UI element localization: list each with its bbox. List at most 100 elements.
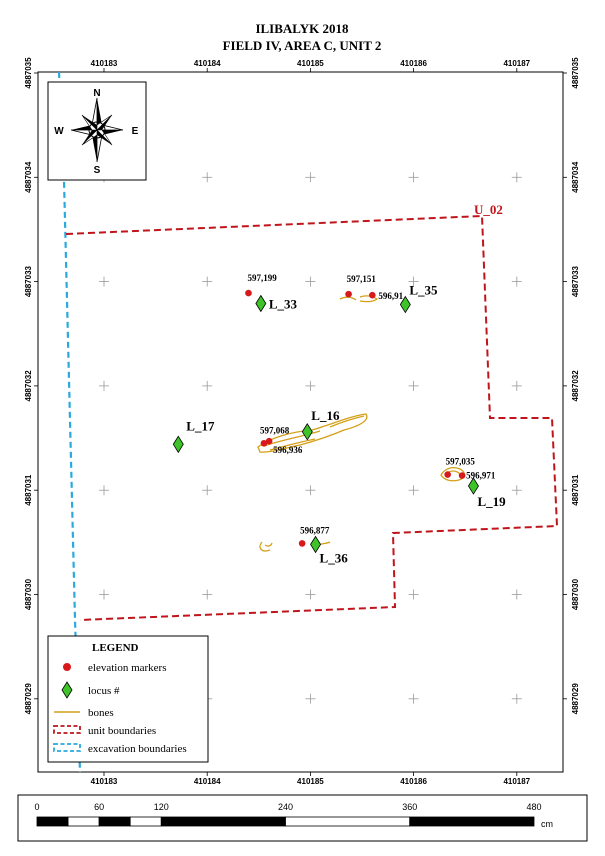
legend-unit-boundary-icon: [53, 725, 81, 734]
easting-label-bottom: 410185: [297, 777, 324, 786]
legend-item-elevation-markers: elevation markers: [88, 662, 167, 674]
loci: L_33 L_35L_16L_17L_19L_36: [172, 283, 506, 565]
easting-label-bottom: 410187: [503, 777, 530, 786]
elevation-marker: [245, 289, 252, 297]
map-title-line2: FIELD IV, AREA C, UNIT 2: [223, 38, 382, 53]
legend-item-unit-boundaries: unit boundaries: [88, 725, 156, 737]
locus-label: L_17: [186, 418, 215, 433]
bones-group: [257, 295, 466, 552]
locus-marker: [255, 294, 267, 313]
northing-label-right: 4887029: [571, 683, 580, 715]
northing-label-left: 4887031: [24, 474, 33, 506]
scale-bar-tick-label: 480: [526, 802, 541, 812]
elevation-marker-label: 596,877: [300, 525, 330, 535]
locus-label: L_19: [477, 494, 506, 509]
locus-label: L_36: [320, 550, 349, 565]
scale-bar-segment: [409, 816, 535, 827]
northing-label-right: 4887035: [571, 57, 580, 89]
scale-bar-tick-label: 60: [94, 802, 104, 812]
locus-marker: [172, 435, 184, 454]
map-title-line1: ILIBALYK 2018: [255, 21, 349, 36]
northing-label-right: 4887034: [571, 161, 580, 193]
northing-label-right: 4887033: [571, 265, 580, 297]
elevation-marker-label: 597,199: [247, 273, 277, 283]
easting-label-top: 410183: [91, 59, 118, 68]
northing-label-left: 4887032: [24, 370, 33, 402]
locus-label: L_33: [269, 297, 298, 312]
elevation-marker-label: 596,936: [273, 445, 303, 455]
easting-label-bottom: 410184: [194, 777, 221, 786]
scale-bar-segment: [98, 816, 131, 827]
elevation-marker: [298, 540, 306, 547]
easting-label-top: 410187: [503, 59, 530, 68]
legend-title: LEGEND: [92, 642, 139, 654]
legend-item-locus: locus #: [88, 685, 120, 697]
elevation-marker: [345, 290, 352, 298]
legend: LEGEND elevation markers locus # bones u…: [47, 635, 209, 763]
unit-label: U_02: [474, 202, 503, 217]
unit-boundary: [65, 214, 559, 621]
legend-item-excavation-boundaries: excavation boundaries: [88, 743, 187, 755]
scale-bar-segments: [36, 816, 535, 827]
locus-marker: [467, 477, 479, 495]
legend-excavation-boundary-icon: [53, 743, 81, 752]
easting-label-top: 410186: [400, 59, 427, 68]
scale-bar-tick-label: 120: [154, 802, 169, 812]
compass-east: E: [132, 126, 139, 137]
legend-locus-icon: [61, 681, 73, 699]
northing-label-left: 4887029: [24, 683, 33, 715]
elevation-marker: [260, 439, 268, 447]
map-frame: [37, 71, 564, 773]
elevation-marker-label: 597,035: [446, 457, 476, 467]
elevation-marker-label: 596,971: [466, 471, 496, 481]
scale-bar-segment: [160, 816, 286, 827]
scale-bar-tick-label: 0: [34, 802, 39, 812]
bone-cluster-l36-a: [259, 541, 273, 552]
easting-label-bottom: 410183: [91, 777, 118, 786]
scale-bar-segment: [129, 816, 162, 827]
elevation-marker-label: 596,91: [378, 291, 403, 301]
compass-west: W: [54, 126, 64, 137]
legend-elevation-marker-icon: [63, 663, 71, 671]
compass-south: S: [94, 165, 101, 176]
northing-label-left: 4887035: [24, 57, 33, 89]
easting-label-bottom: 410186: [400, 777, 427, 786]
legend-box: [47, 635, 209, 763]
locus-marker: [399, 295, 411, 314]
scale-bar-unit: cm: [541, 819, 553, 829]
locus-marker: [310, 535, 322, 554]
scale-bar-labels: 0 60 120 240 360 480: [34, 802, 541, 812]
northing-label-left: 4887033: [24, 265, 33, 297]
elevation-marker: [265, 437, 273, 445]
northing-label-right: 4887032: [571, 370, 580, 402]
northing-label-left: 4887034: [24, 161, 33, 193]
scale-bar-segment: [36, 816, 69, 827]
grid-layer: [99, 172, 522, 704]
northing-label-right: 4887031: [571, 474, 580, 506]
scale-bar-tick-label: 360: [402, 802, 417, 812]
elevation-marker: [444, 471, 451, 478]
legend-item-bones: bones: [88, 707, 114, 719]
easting-label-top: 410185: [297, 59, 324, 68]
elevation-marker: [369, 291, 376, 299]
bone-cluster-l16-inner: [263, 415, 365, 451]
compass-north: N: [93, 88, 100, 99]
northing-label-left: 4887030: [24, 578, 33, 610]
elevation-marker: [458, 472, 466, 479]
locus-marker: [301, 423, 313, 441]
northing-label-right: 4887030: [571, 578, 580, 610]
compass-rose-icon: [70, 97, 124, 163]
coordinate-labels: 410183 410183 410184 410184 410185 410185 4101…: [24, 57, 580, 786]
elevation-marker-label: 597,151: [347, 274, 377, 284]
scale-bar-segment: [285, 816, 411, 827]
locus-label: L_35: [409, 283, 438, 298]
elevation-marker-label: 597,068: [260, 425, 290, 435]
easting-label-top: 410184: [194, 59, 221, 68]
scale-bar-segment: [67, 816, 100, 827]
scale-bar: 0 60 120 240 360 480 cm: [17, 794, 588, 842]
locus-label: L_16: [311, 408, 340, 423]
north-arrow: N S E W: [47, 81, 147, 181]
scale-bar-tick-label: 240: [278, 802, 293, 812]
